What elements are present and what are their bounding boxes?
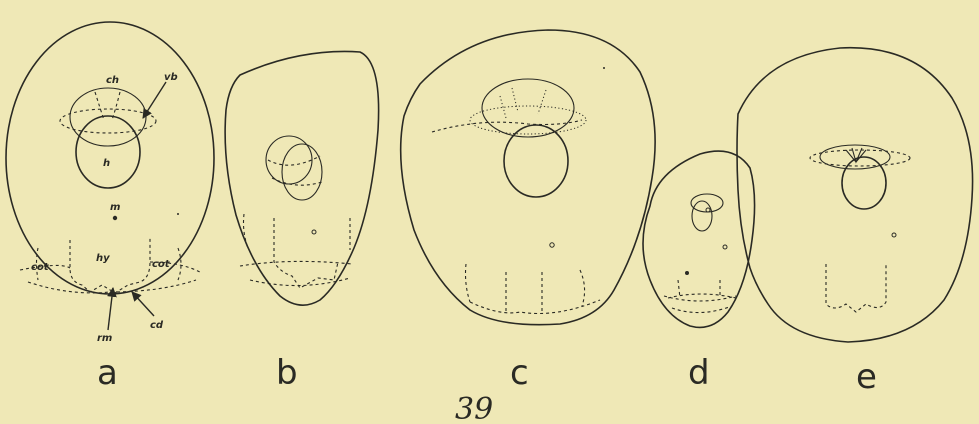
panel-label-b: b (276, 353, 298, 393)
head-d (692, 201, 712, 231)
panel-e-drawing: e (737, 48, 973, 397)
head-e (842, 157, 886, 209)
embryo-outline-c (401, 30, 655, 325)
label-rm: rm (97, 333, 112, 344)
chorion-a (70, 88, 146, 146)
panel-label-e: e (856, 357, 877, 397)
embryo-outline-b (225, 51, 379, 305)
label-h: h (103, 158, 110, 169)
label-m: m (110, 202, 120, 213)
mouth-dot-a (113, 216, 117, 220)
head-a (76, 116, 140, 188)
embryo-outline-e (737, 48, 973, 342)
chorion-b (266, 136, 312, 184)
label-vb: vb (164, 72, 178, 83)
panel-c-drawing: c (401, 30, 655, 393)
label-cot-left: cot (31, 262, 50, 273)
panel-a-drawing: ch vb h m hy cot cot rm cd a (6, 22, 214, 393)
label-ch: ch (106, 75, 119, 86)
head-c (504, 125, 568, 197)
panel-label-d: d (688, 353, 710, 393)
panel-label-a: a (97, 353, 118, 393)
chorion-c (482, 79, 574, 137)
head-b (282, 144, 322, 200)
figure-number: 39 (455, 392, 493, 424)
label-cd: cd (150, 320, 164, 331)
panel-b-drawing: b (225, 51, 379, 393)
panel-label-c: c (510, 353, 529, 393)
label-hy: hy (96, 253, 110, 264)
label-cot-right: cot (152, 259, 171, 270)
